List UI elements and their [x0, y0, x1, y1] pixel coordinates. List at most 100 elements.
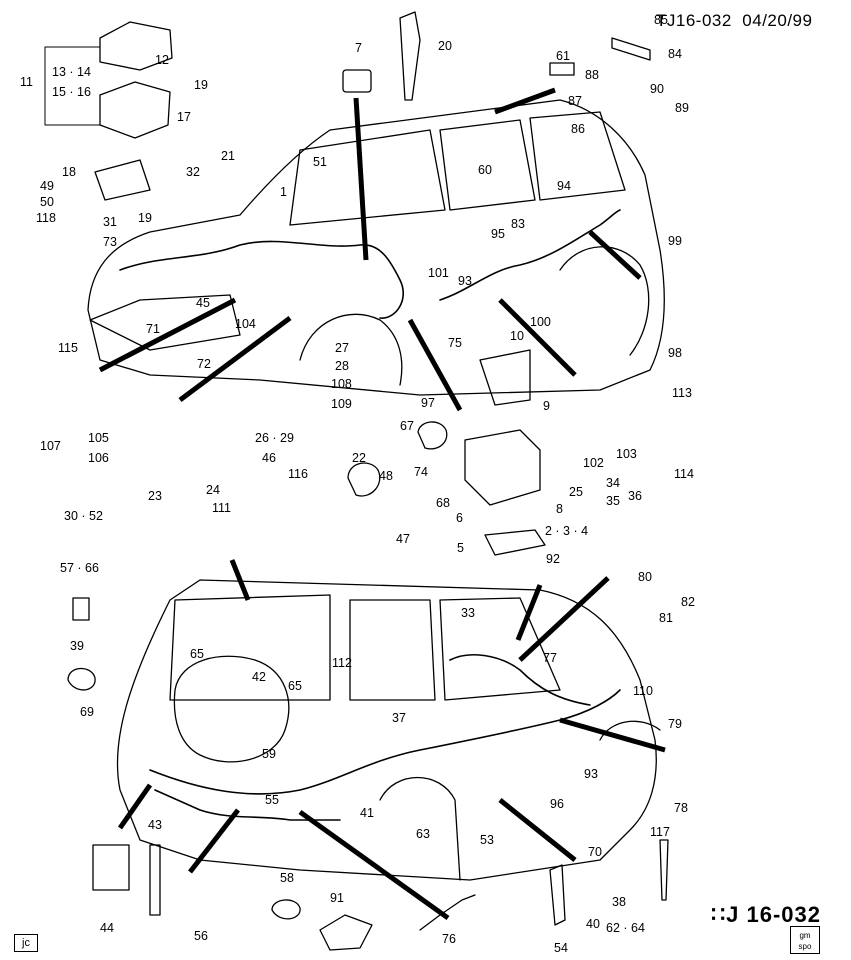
callout-101: 101: [428, 266, 449, 280]
code-number: 16-032: [746, 902, 821, 927]
callout-80: 80: [638, 570, 652, 584]
callout-54: 54: [554, 941, 568, 955]
callout-110: 110: [633, 684, 653, 698]
ecu-module: [464, 429, 541, 506]
callout-111: 111: [212, 501, 231, 515]
callout-96: 96: [550, 797, 564, 811]
upper-rear-window: [529, 111, 626, 201]
callout-20: 20: [438, 39, 452, 53]
callout-19-mid: 19: [138, 211, 152, 225]
relay-7: [342, 69, 372, 93]
grommet-22: [347, 462, 381, 497]
callout-15-16: 15 · 16: [52, 85, 91, 99]
callout-69: 69: [80, 705, 94, 719]
grommet-97: [417, 421, 448, 450]
callout-12: 12: [155, 53, 169, 67]
leader-57: [229, 559, 251, 601]
drawing-id: TJ16-032 04/20/99: [656, 11, 812, 31]
upper-vehicle-outline: [87, 99, 665, 396]
callout-70: 70: [588, 845, 602, 859]
tie-117: [659, 839, 669, 901]
corner-mark: jc: [14, 934, 38, 952]
leader-10: [407, 318, 463, 412]
callout-5: 5: [457, 541, 464, 555]
leader-76: [298, 809, 450, 921]
lower-dash-harness: [449, 654, 591, 706]
lower-main-harness: [149, 689, 621, 795]
upper-front-grille: [89, 294, 241, 351]
fuse-box-base: [99, 81, 171, 139]
callout-108: 108: [331, 377, 352, 391]
callout-49: 49: [40, 179, 54, 193]
callout-27: 27: [335, 341, 349, 355]
callout-18: 18: [62, 165, 76, 179]
callout-39: 39: [70, 639, 84, 653]
callout-88: 88: [585, 68, 599, 82]
callout-68: 68: [436, 496, 450, 510]
callout-53: 53: [480, 833, 494, 847]
callout-90: 90: [650, 82, 664, 96]
callout-45: 45: [196, 296, 210, 310]
callout-97: 97: [421, 396, 435, 410]
upper-side-window: [439, 119, 536, 211]
leader-93: [559, 717, 666, 753]
upper-rear-harness: [439, 209, 621, 301]
callout-72: 72: [197, 357, 211, 371]
lower-rear-wheel: [379, 777, 461, 881]
callout-79: 79: [668, 717, 682, 731]
fuse-box-cover: [99, 21, 173, 71]
ecu-tray: [484, 529, 546, 556]
callout-114: 114: [674, 467, 694, 481]
leader-56: [188, 808, 240, 874]
upper-front-harness: [119, 240, 405, 319]
label-57-66: [72, 597, 90, 621]
lower-front-wheel: [599, 720, 661, 741]
callout-17: 17: [177, 110, 191, 124]
callout-84: 84: [668, 47, 682, 61]
clip-43: [149, 844, 161, 916]
callout-35: 35: [606, 494, 620, 508]
callout-117: 117: [650, 825, 670, 839]
grommet-58: [271, 899, 301, 920]
callout-115: 115: [58, 341, 78, 355]
callout-118: 118: [36, 211, 56, 225]
callout-76: 76: [442, 932, 456, 946]
callout-23: 23: [148, 489, 162, 503]
callout-98: 98: [668, 346, 682, 360]
callout-60: 60: [478, 163, 492, 177]
harness-76: [419, 894, 476, 931]
callout-59: 59: [262, 747, 276, 761]
leader-92b: [518, 576, 610, 662]
callout-36: 36: [628, 489, 642, 503]
callout-62-64: 62 · 64: [606, 921, 645, 935]
callout-25: 25: [569, 485, 583, 499]
label-44: [92, 844, 130, 891]
lower-side-window-1: [349, 599, 436, 701]
callout-74: 74: [414, 465, 428, 479]
callout-116: 116: [288, 467, 308, 481]
callout-38: 38: [612, 895, 626, 909]
label-61: [549, 62, 575, 76]
callout-83: 83: [511, 217, 525, 231]
drawing-date: 04/20/99: [742, 11, 813, 30]
upper-rear-wheel: [559, 246, 650, 356]
bracket-84: [611, 37, 651, 61]
callout-26-29: 26 · 29: [255, 431, 294, 445]
callout-104: 104: [235, 317, 256, 331]
gm-badge-top: gm: [799, 931, 811, 940]
cover-91: [319, 914, 373, 951]
callout-65-right: 65: [288, 679, 302, 693]
callout-63: 63: [416, 827, 430, 841]
callout-87: 87: [568, 94, 582, 108]
callout-93-bottom: 93: [584, 767, 598, 781]
callout-57-66: 57 · 66: [60, 561, 99, 575]
callout-112: 112: [332, 656, 352, 670]
callout-78: 78: [674, 801, 688, 815]
ecu-bracket: [479, 349, 531, 406]
callout-8: 8: [556, 502, 563, 516]
callout-89: 89: [675, 101, 689, 115]
callout-41: 41: [360, 806, 374, 820]
callout-99: 99: [668, 234, 682, 248]
lower-vehicle-outline: [116, 579, 657, 881]
callout-2-3-4: 2 · 3 · 4: [545, 524, 588, 538]
